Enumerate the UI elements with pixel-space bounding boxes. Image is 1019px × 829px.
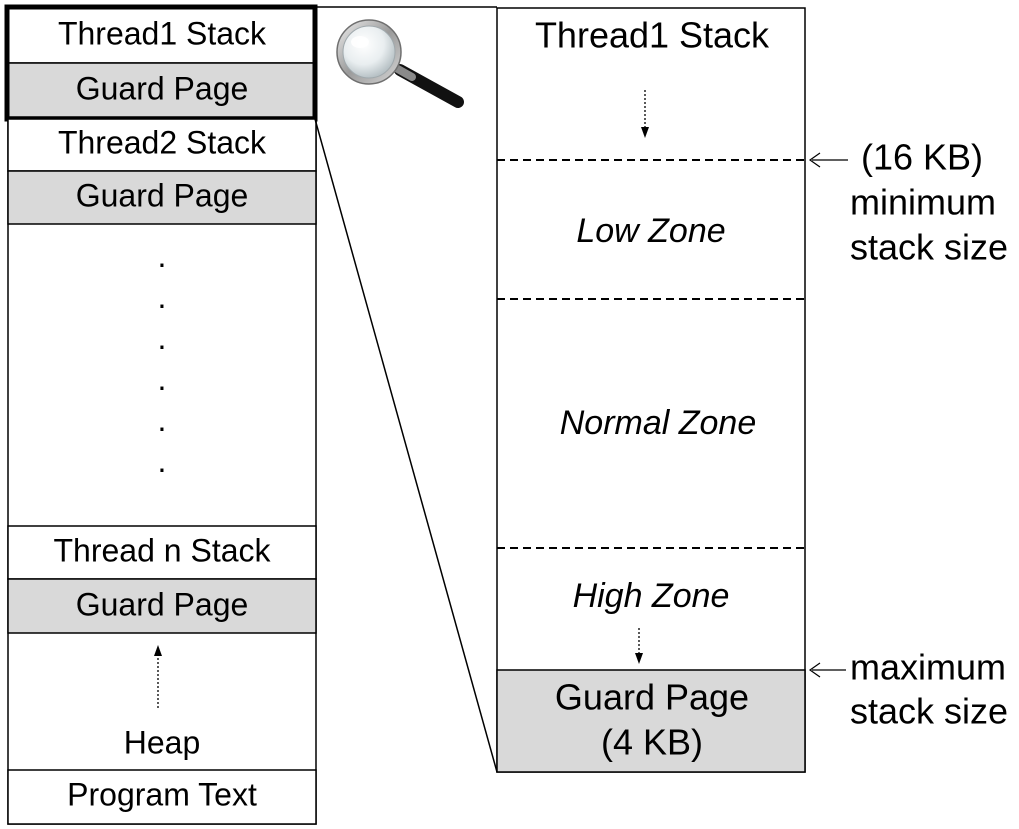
ellipsis-dot: . [158,402,167,438]
left-guard-page-2-cell [7,170,317,225]
left-guard-page-2-label: Guard Page [76,177,249,213]
ellipsis-dot: . [158,443,167,479]
left-thread1-stack-label: Thread1 Stack [58,15,267,51]
zoom-connector-lines [314,6,498,773]
left-guard-page-1-label: Guard Page [76,70,249,106]
minimum-stack-annotation: (16 KB) minimum stack size [808,137,1008,268]
high-zone-label: High Zone [573,577,730,615]
left-program-text-cell [7,769,317,825]
right-column-outline [496,7,806,773]
ellipsis-dot: . [158,361,167,397]
left-guard-page-1-cell [7,62,317,118]
left-guard-page-n-cell [7,578,317,634]
normal-zone-label: Normal Zone [560,404,757,442]
magnifying-glass-icon [336,19,464,108]
left-thread2-stack-cell [7,118,317,172]
maximum-stack-annotation: maximum stack size [808,647,1008,732]
max-size-label-2: stack size [850,691,1008,732]
max-size-label-1: maximum [850,647,1006,688]
zoom-line-bottom [314,118,498,773]
ellipsis-dot: . [158,238,167,274]
left-ellipsis: . . . . . . [158,238,167,479]
min-size-value: (16 KB) [861,137,983,178]
stack-growth-arrow-top [641,90,649,138]
ellipsis-dot: . [158,279,167,315]
right-zoomed-stack-column: Thread1 Stack Low Zone Normal Zone High … [496,7,806,773]
left-program-text-label: Program Text [67,776,257,812]
min-size-label-1: minimum [850,182,996,223]
low-zone-label: Low Zone [576,212,725,250]
heap-growth-arrow [154,645,162,708]
right-guard-page-cell [496,669,806,773]
right-guard-page-size-label: (4 KB) [601,722,703,763]
right-thread1-stack-label: Thread1 Stack [535,15,770,56]
left-thread2-stack-label: Thread2 Stack [58,124,267,160]
min-pointer-arrow [808,152,848,168]
left-thread-n-stack-cell [7,525,317,580]
left-thread1-stack-cell [7,7,317,64]
left-guard-page-n-label: Guard Page [76,586,249,622]
left-heap-label: Heap [124,724,201,760]
min-size-label-2: stack size [850,227,1008,268]
right-guard-page-label: Guard Page [555,677,749,718]
left-thread-n-stack-label: Thread n Stack [54,532,272,568]
stack-growth-arrow-bottom [635,628,643,664]
left-memory-column: Thread1 Stack Guard Page Thread2 Stack G… [4,4,318,825]
ellipsis-dot: . [158,320,167,356]
max-pointer-arrow [808,662,846,678]
